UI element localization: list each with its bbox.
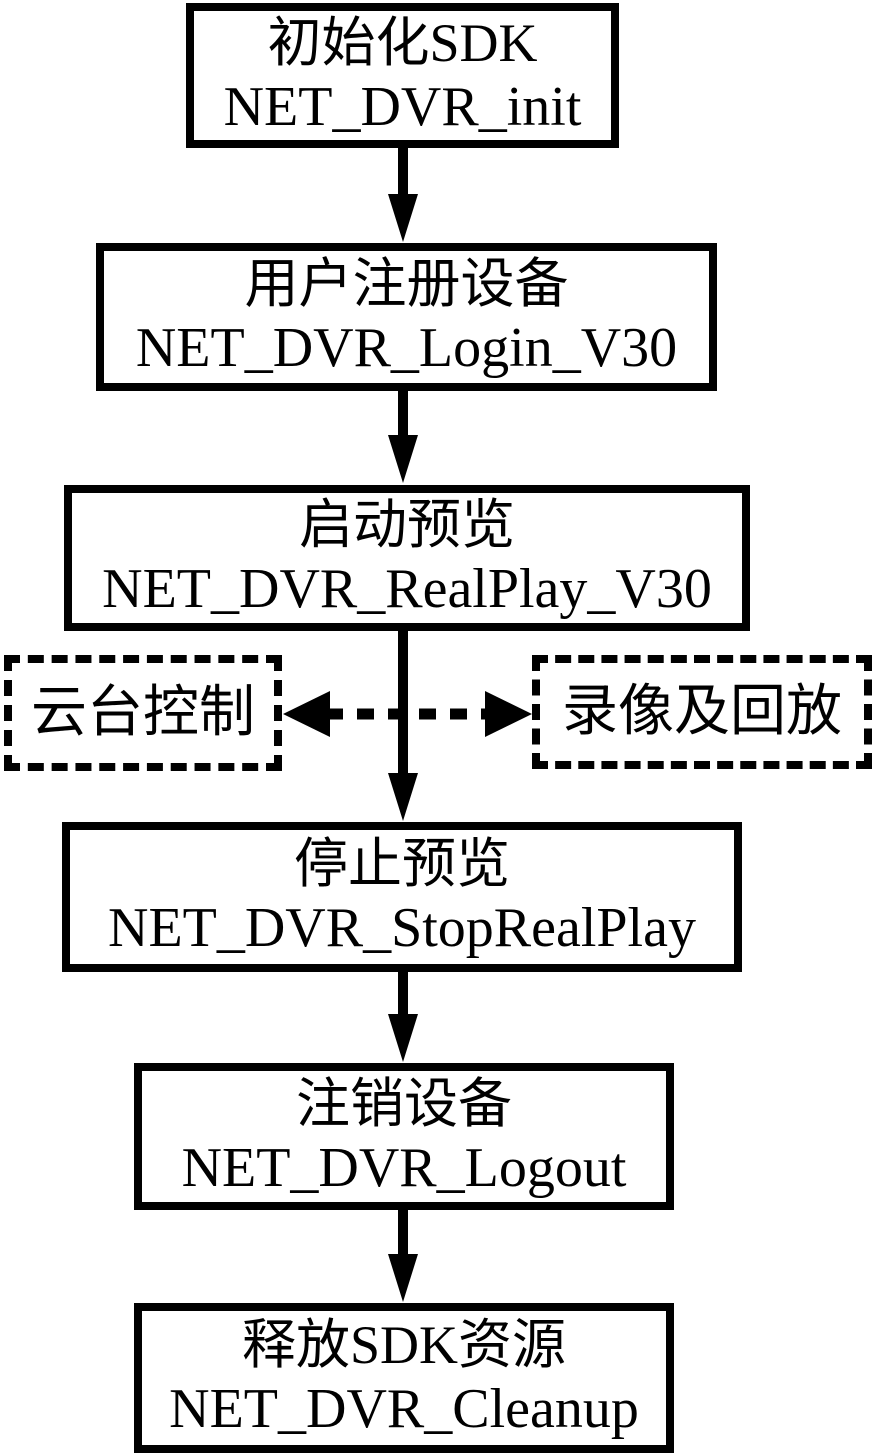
node-stop-preview: 停止预览 NET_DVR_StopRealPlay <box>62 822 742 972</box>
node-init-sdk-label-cn: 初始化SDK <box>267 12 538 73</box>
node-init-sdk: 初始化SDK NET_DVR_init <box>186 3 619 148</box>
node-start-preview-label-api: NET_DVR_RealPlay_V30 <box>102 558 712 620</box>
arrow-logout-to-cleanup <box>388 1210 418 1302</box>
node-register-device-label-api: NET_DVR_Login_V30 <box>135 317 678 379</box>
arrow-ptz-record-dashed <box>283 691 532 737</box>
node-init-sdk-label-api: NET_DVR_init <box>223 75 582 138</box>
arrow-realplay-to-stop <box>388 630 418 821</box>
node-ptz-control: 云台控制 <box>4 655 282 771</box>
node-ptz-control-label-cn: 云台控制 <box>31 682 255 744</box>
node-register-device-label-cn: 用户注册设备 <box>244 254 569 314</box>
node-register-device: 用户注册设备 NET_DVR_Login_V30 <box>96 243 717 391</box>
node-logout-device-label-cn: 注销设备 <box>296 1073 512 1134</box>
node-stop-preview-label-cn: 停止预览 <box>294 834 510 894</box>
arrow-init-to-login <box>388 148 418 242</box>
node-logout-device-label-api: NET_DVR_Logout <box>181 1136 627 1199</box>
node-release-sdk: 释放SDK资源 NET_DVR_Cleanup <box>134 1303 674 1453</box>
arrow-stop-to-logout <box>388 970 418 1062</box>
node-record-playback: 录像及回放 <box>532 655 872 769</box>
node-start-preview: 启动预览 NET_DVR_RealPlay_V30 <box>64 485 750 631</box>
arrow-login-to-realplay <box>388 390 418 483</box>
node-start-preview-label-cn: 启动预览 <box>299 495 515 555</box>
node-release-sdk-label-cn: 释放SDK资源 <box>241 1315 567 1375</box>
node-record-playback-label-cn: 录像及回放 <box>562 681 842 743</box>
node-logout-device: 注销设备 NET_DVR_Logout <box>134 1063 674 1210</box>
node-release-sdk-label-api: NET_DVR_Cleanup <box>169 1378 639 1440</box>
node-stop-preview-label-api: NET_DVR_StopRealPlay <box>108 897 696 959</box>
